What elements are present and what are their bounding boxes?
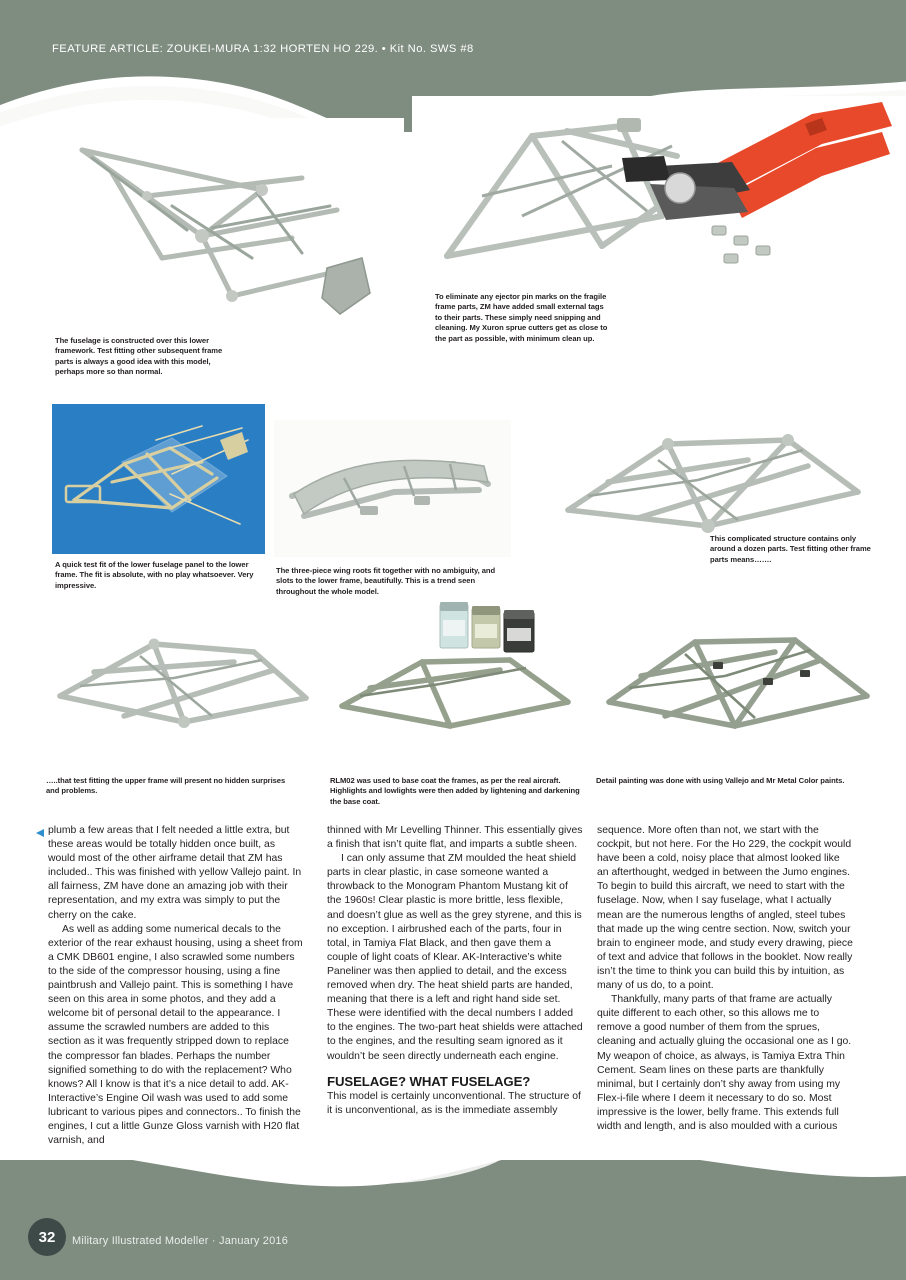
paragraph: sequence. More often than not, we start …: [597, 825, 853, 992]
photo-complicated-structure: [548, 400, 878, 562]
paragraph: This model is certainly unconventional. …: [327, 1090, 581, 1116]
paragraph: As well as adding some numerical decals …: [48, 923, 303, 1147]
continuation-arrow-icon: [36, 829, 44, 837]
page-number-badge: 32: [28, 1218, 66, 1256]
photo-frame-with-sprue-cutters: [412, 96, 906, 292]
caption-ejector-pin-marks: To eliminate any ejector pin marks on th…: [435, 292, 608, 343]
caption-detail-painting: Detail painting was done with using Vall…: [596, 776, 845, 785]
photo-lower-fuselage-frame: [52, 118, 404, 336]
caption-rlm02-base-coat: RLM02 was used to base coat the frames, …: [330, 776, 580, 806]
body-column-1: plumb a few areas that I felt needed a l…: [48, 824, 304, 1148]
page-footer-band: 32 Military Illustrated Modeller · Janua…: [0, 1160, 906, 1280]
paragraph: Thankfully, many parts of that frame are…: [597, 994, 852, 1132]
caption-lower-framework: The fuselage is constructed over this lo…: [55, 336, 223, 377]
paragraph: thinned with Mr Levelling Thinner. This …: [327, 825, 583, 851]
paragraph: I can only assume that ZM moulded the he…: [327, 853, 583, 1062]
section-heading: FUSELAGE? WHAT FUSELAGE?: [327, 1073, 531, 1089]
caption-complicated-structure: This complicated structure contains only…: [710, 534, 871, 564]
photo-upper-frame-test-fit: [44, 600, 320, 762]
running-head: FEATURE ARTICLE: ZOUKEI-MURA 1:32 HORTEN…: [52, 43, 474, 55]
caption-quick-test-fit: A quick test fit of the lower fuselage p…: [55, 560, 254, 590]
footer-wave-divider: [132, 1160, 906, 1187]
body-column-3: sequence. More often than not, we start …: [597, 824, 853, 1134]
footer-publication: Military Illustrated Modeller · January …: [72, 1235, 289, 1247]
caption-upper-frame-no-surprises: …..that test fitting the upper frame wil…: [46, 776, 286, 796]
body-column-2: thinned with Mr Levelling Thinner. This …: [327, 824, 583, 1118]
caption-wing-roots: The three-piece wing roots fit together …: [276, 566, 496, 596]
photo-rlm02-base-coat: [330, 596, 588, 762]
paragraph: plumb a few areas that I felt needed a l…: [48, 825, 302, 921]
photo-three-piece-wing-roots: [274, 420, 511, 557]
photo-detail-painted-frame: [595, 592, 885, 764]
photo-clear-panel-test-fit: [52, 404, 265, 554]
